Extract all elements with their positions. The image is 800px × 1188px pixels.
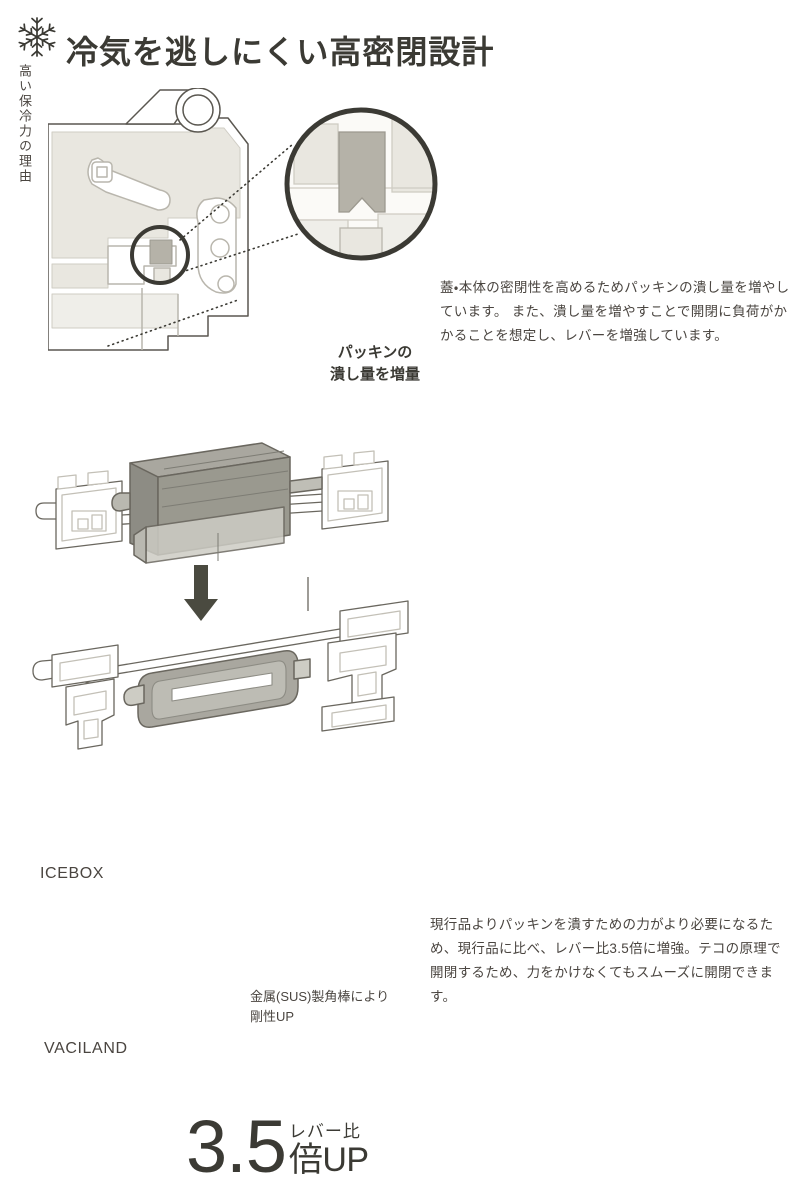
page-header: 冷気を逃しにくい高密閉設計 — [0, 0, 800, 66]
icebox-lever-illustration — [36, 443, 388, 563]
section-two-body-text: 現行品よりパッキンを潰すための力がより必要になるため、現行品に比べ、レバー比3.… — [430, 913, 785, 1009]
down-arrow-icon — [184, 565, 218, 621]
section-one-body-text: 蓋・本体の密閉性を高めるためパッキンの潰し量を増やしています。 また、潰し量を増… — [440, 276, 790, 348]
page-title: 冷気を逃しにくい高密閉設計 — [66, 27, 494, 73]
lever-comparison-diagram — [22, 415, 422, 785]
gasket-callout-line2: 潰し量を増量 — [300, 364, 450, 386]
product-label-icebox: ICEBOX — [40, 865, 104, 883]
gasket-callout-line1: パッキンの — [300, 342, 450, 364]
rod-material-note: 金属(SUS)製角棒により 剛性UP — [250, 987, 389, 1026]
section-high-seal-design: パッキンの 潰し量を増量 蓋・本体の密閉性を高めるためパッキンの潰し量を増やして… — [0, 80, 800, 380]
magnified-gasket-detail — [287, 110, 440, 270]
lever-ratio-callout: 3.5 レバー比 倍UP — [186, 1115, 369, 1179]
rod-note-line2: 剛性UP — [250, 1007, 389, 1027]
snowflake-icon — [12, 12, 62, 62]
gasket-callout-label: パッキンの 潰し量を増量 — [300, 342, 450, 386]
rod-note-line1: 金属(SUS)製角棒により — [250, 987, 389, 1007]
lid-cross-section-diagram — [48, 88, 448, 358]
ratio-number: 3.5 — [186, 1115, 286, 1179]
section-lever-ratio: ICEBOX VACILAND 金属(SUS)製角棒により 剛性UP 現行品より… — [0, 415, 800, 800]
vaciland-lever-illustration — [33, 601, 408, 749]
product-label-vaciland: VACILAND — [44, 1040, 128, 1058]
ratio-small-label: レバー比 — [289, 1123, 369, 1140]
ratio-unit-label: 倍UP — [289, 1143, 369, 1179]
